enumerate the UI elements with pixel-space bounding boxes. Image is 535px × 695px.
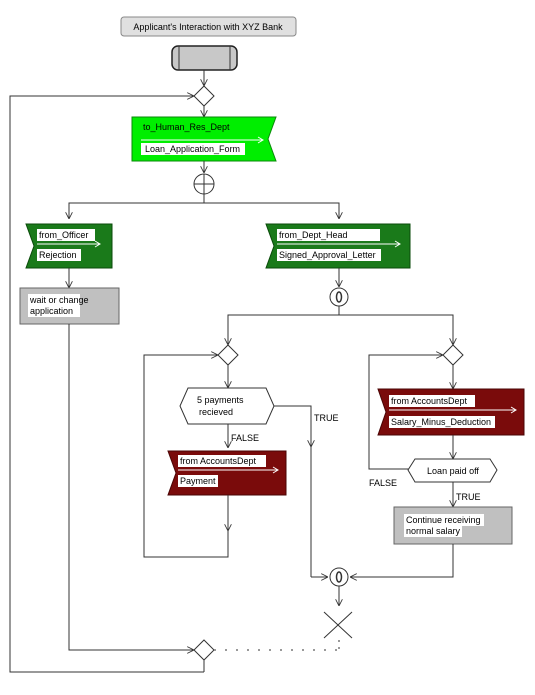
svg-text:from AccountsDept: from AccountsDept — [180, 456, 257, 466]
false-label-payments: FALSE — [231, 433, 259, 443]
svg-text:from_Officer: from_Officer — [39, 230, 88, 240]
true-label-payments: TRUE — [314, 413, 339, 423]
false-label-loan: FALSE — [369, 478, 397, 488]
svg-text:Applicant's Interaction with X: Applicant's Interaction with XYZ Bank — [133, 22, 283, 32]
receive-salary-minus-deduction: from AccountsDept Salary_Minus_Deduction — [377, 388, 525, 436]
merge-diamond-payments — [217, 344, 239, 366]
receive-payment: from AccountsDept Payment — [167, 450, 287, 496]
and-connector-bottom — [329, 567, 349, 587]
svg-text:Payment: Payment — [180, 476, 216, 486]
xor-connector — [193, 173, 215, 195]
end-node — [323, 611, 353, 639]
svg-text:to_Human_Res_Dept: to_Human_Res_Dept — [143, 122, 230, 132]
and-connector-top — [329, 287, 349, 307]
svg-text:Signed_Approval_Letter: Signed_Approval_Letter — [279, 250, 376, 260]
continue-salary-activity: Continue receiving normal salary — [393, 506, 513, 545]
svg-text:from AccountsDept: from AccountsDept — [391, 396, 468, 406]
svg-text:application: application — [30, 306, 73, 316]
svg-text:wait or change: wait or change — [29, 295, 89, 305]
svg-text:normal salary: normal salary — [406, 526, 461, 536]
true-label-loan: TRUE — [456, 492, 481, 502]
receive-rejection: from_Officer Rejection — [25, 223, 113, 269]
start-node — [171, 45, 238, 71]
svg-text:5 payments: 5 payments — [197, 395, 244, 405]
five-payments-condition: 5 payments recieved — [179, 387, 275, 425]
receive-approval-letter: from_Dept_Head Signed_Approval_Letter — [265, 223, 411, 269]
svg-text:Continue receiving: Continue receiving — [406, 515, 481, 525]
wait-or-change-activity: wait or change application — [19, 287, 120, 325]
svg-text:Salary_Minus_Deduction: Salary_Minus_Deduction — [391, 417, 491, 427]
svg-text:Rejection: Rejection — [39, 250, 77, 260]
svg-text:Loan paid off: Loan paid off — [427, 466, 479, 476]
svg-text:from_Dept_Head: from_Dept_Head — [279, 230, 348, 240]
merge-diamond-top — [193, 85, 215, 107]
svg-text:Loan_Application_Form: Loan_Application_Form — [145, 144, 240, 154]
loan-paid-off-condition: Loan paid off — [407, 458, 498, 483]
send-loan-application: to_Human_Res_Dept Loan_Application_Form — [131, 116, 277, 162]
merge-diamond-bottom — [193, 639, 215, 661]
svg-text:recieved: recieved — [199, 407, 233, 417]
diagram-title: Applicant's Interaction with XYZ Bank — [120, 16, 297, 37]
merge-diamond-salary — [442, 344, 464, 366]
